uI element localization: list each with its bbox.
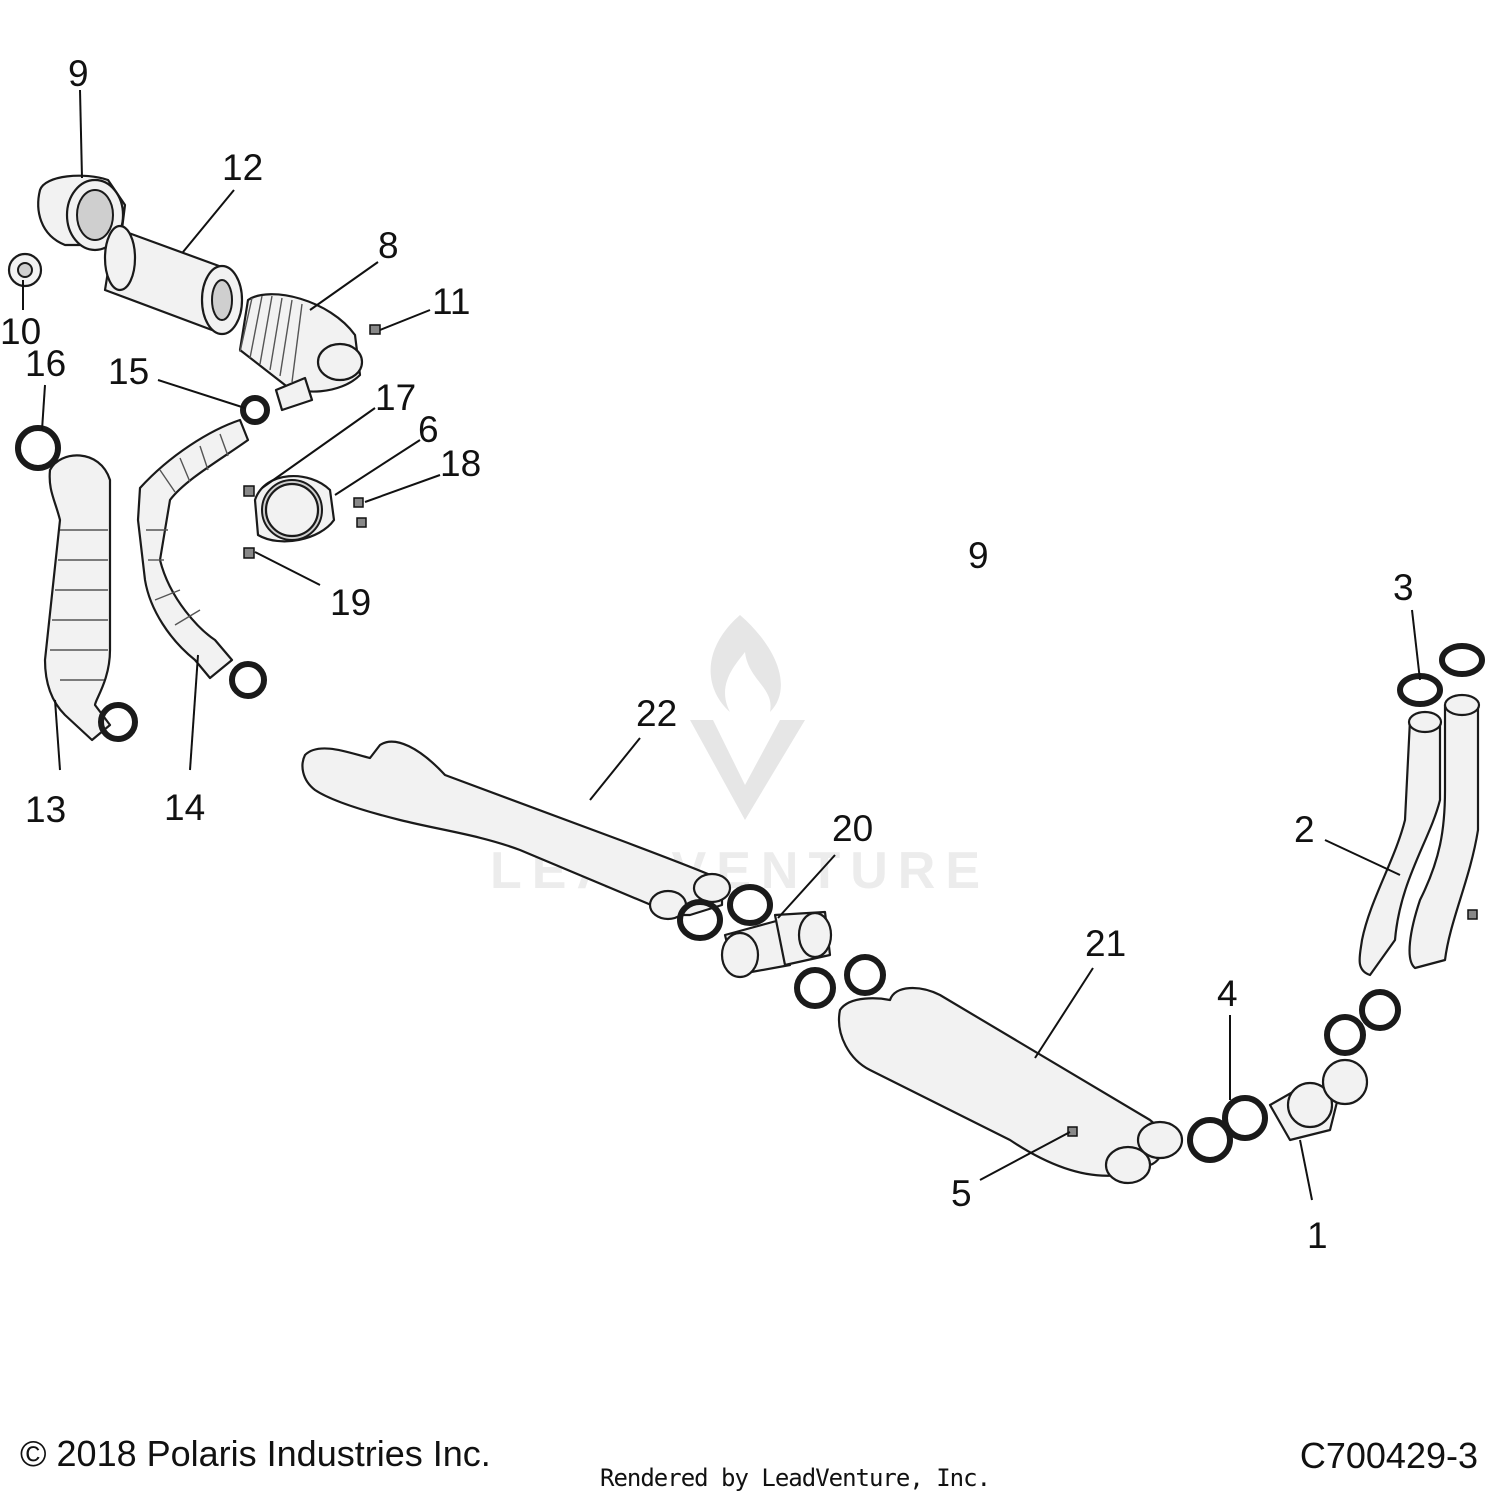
callout-22: 22 [636,693,677,734]
callout-5: 5 [951,1173,972,1214]
hose-clamp [1397,673,1443,707]
callout-numbers: 9 12 8 11 10 16 15 17 6 18 19 13 14 9 3 … [0,53,1414,1256]
hose-clamp [844,954,886,996]
tailpipe [1358,693,1481,977]
air-filter-element [103,224,244,336]
intake-duct [43,454,138,742]
grommet [7,252,43,288]
hose-clamp [15,425,61,471]
callout-21: 21 [1085,923,1126,964]
screw [356,517,367,528]
callout-13: 13 [25,789,66,830]
rear-pipe [837,987,1184,1185]
hose-clamp [1359,989,1401,1031]
callout-18: 18 [440,443,481,484]
diagram-code: C700429-3 [1299,1435,1478,1476]
callout-2: 2 [1294,809,1315,850]
hose-clamp [1439,643,1485,677]
callout-9b: 9 [968,535,989,576]
rendered-by-text: Rendered by LeadVenture, Inc. [600,1464,991,1492]
coupler [1268,1058,1369,1142]
coupler [720,910,833,979]
intake-duct [136,418,267,699]
screw [1467,909,1478,920]
callout-17: 17 [375,377,416,418]
callout-9: 9 [68,53,89,94]
callout-10: 10 [0,311,41,352]
callout-6: 6 [418,409,439,450]
callout-3: 3 [1393,567,1414,608]
copyright-text: © 2018 Polaris Industries Inc. [20,1433,491,1474]
callout-20: 20 [832,808,873,849]
hose-clamp [727,884,773,926]
callout-15: 15 [108,351,149,392]
hose-clamp [794,967,836,1009]
callout-19: 19 [330,582,371,623]
callout-8: 8 [378,225,399,266]
center-pipe [301,740,732,921]
callout-4: 4 [1217,973,1238,1014]
hose-clamp [677,899,723,941]
airbox-cap [37,174,127,252]
mounting-bracket [253,474,336,543]
screw [243,485,255,497]
screw [353,497,364,508]
hose-clamp [1324,1014,1366,1056]
callout-14: 14 [164,787,205,828]
hose-clamp [240,395,270,425]
callout-12: 12 [222,147,263,188]
hose-clamp [1222,1095,1268,1141]
callout-11: 11 [432,281,470,322]
screw [369,324,381,335]
screw [1067,1126,1078,1137]
hose-clamp [1187,1117,1233,1163]
callout-1: 1 [1307,1215,1328,1256]
callout-16: 16 [25,343,66,384]
leader-lines [22,89,1421,1201]
nut [243,547,255,559]
air-cleaner-housing [238,293,364,412]
